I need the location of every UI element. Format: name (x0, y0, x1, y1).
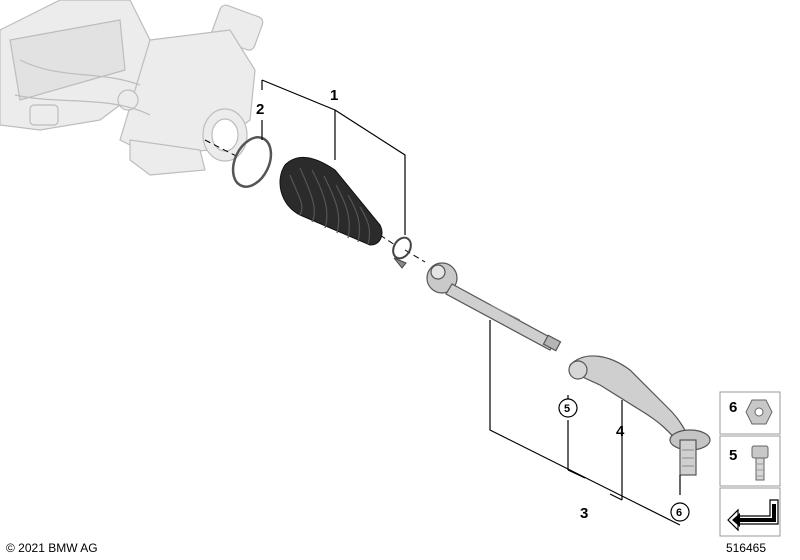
legend-bolt-number: 5 (729, 447, 737, 464)
callout-4: 4 (616, 423, 625, 440)
bolt-icon (751, 445, 769, 481)
page-arrow-icon (727, 499, 779, 532)
outer-tie-rod-end (568, 355, 711, 476)
callout-3: 3 (580, 505, 588, 522)
bolt-callout-circle: 5 (558, 398, 578, 418)
boot-clamp-ring (231, 136, 273, 188)
nut-callout-number: 6 (676, 507, 682, 519)
steering-gear-housing (0, 0, 264, 176)
bolt-callout-number: 5 (564, 403, 570, 415)
small-clamp (392, 236, 412, 269)
legend-panel: 6 5 (719, 391, 781, 537)
diagram-number: 516465 (725, 541, 766, 555)
nut-icon (745, 399, 773, 425)
legend-nut-number: 6 (729, 399, 737, 416)
copyright-text: © 2021 BMW AG (6, 541, 98, 555)
callout-2: 2 (256, 101, 264, 118)
callout-1: 1 (330, 87, 338, 104)
inner-tie-rod (426, 262, 562, 352)
leader-lines (261, 79, 681, 526)
legend-bolt-box (719, 435, 781, 487)
nut-callout-circle: 6 (670, 502, 690, 522)
rubber-boot (279, 156, 383, 246)
